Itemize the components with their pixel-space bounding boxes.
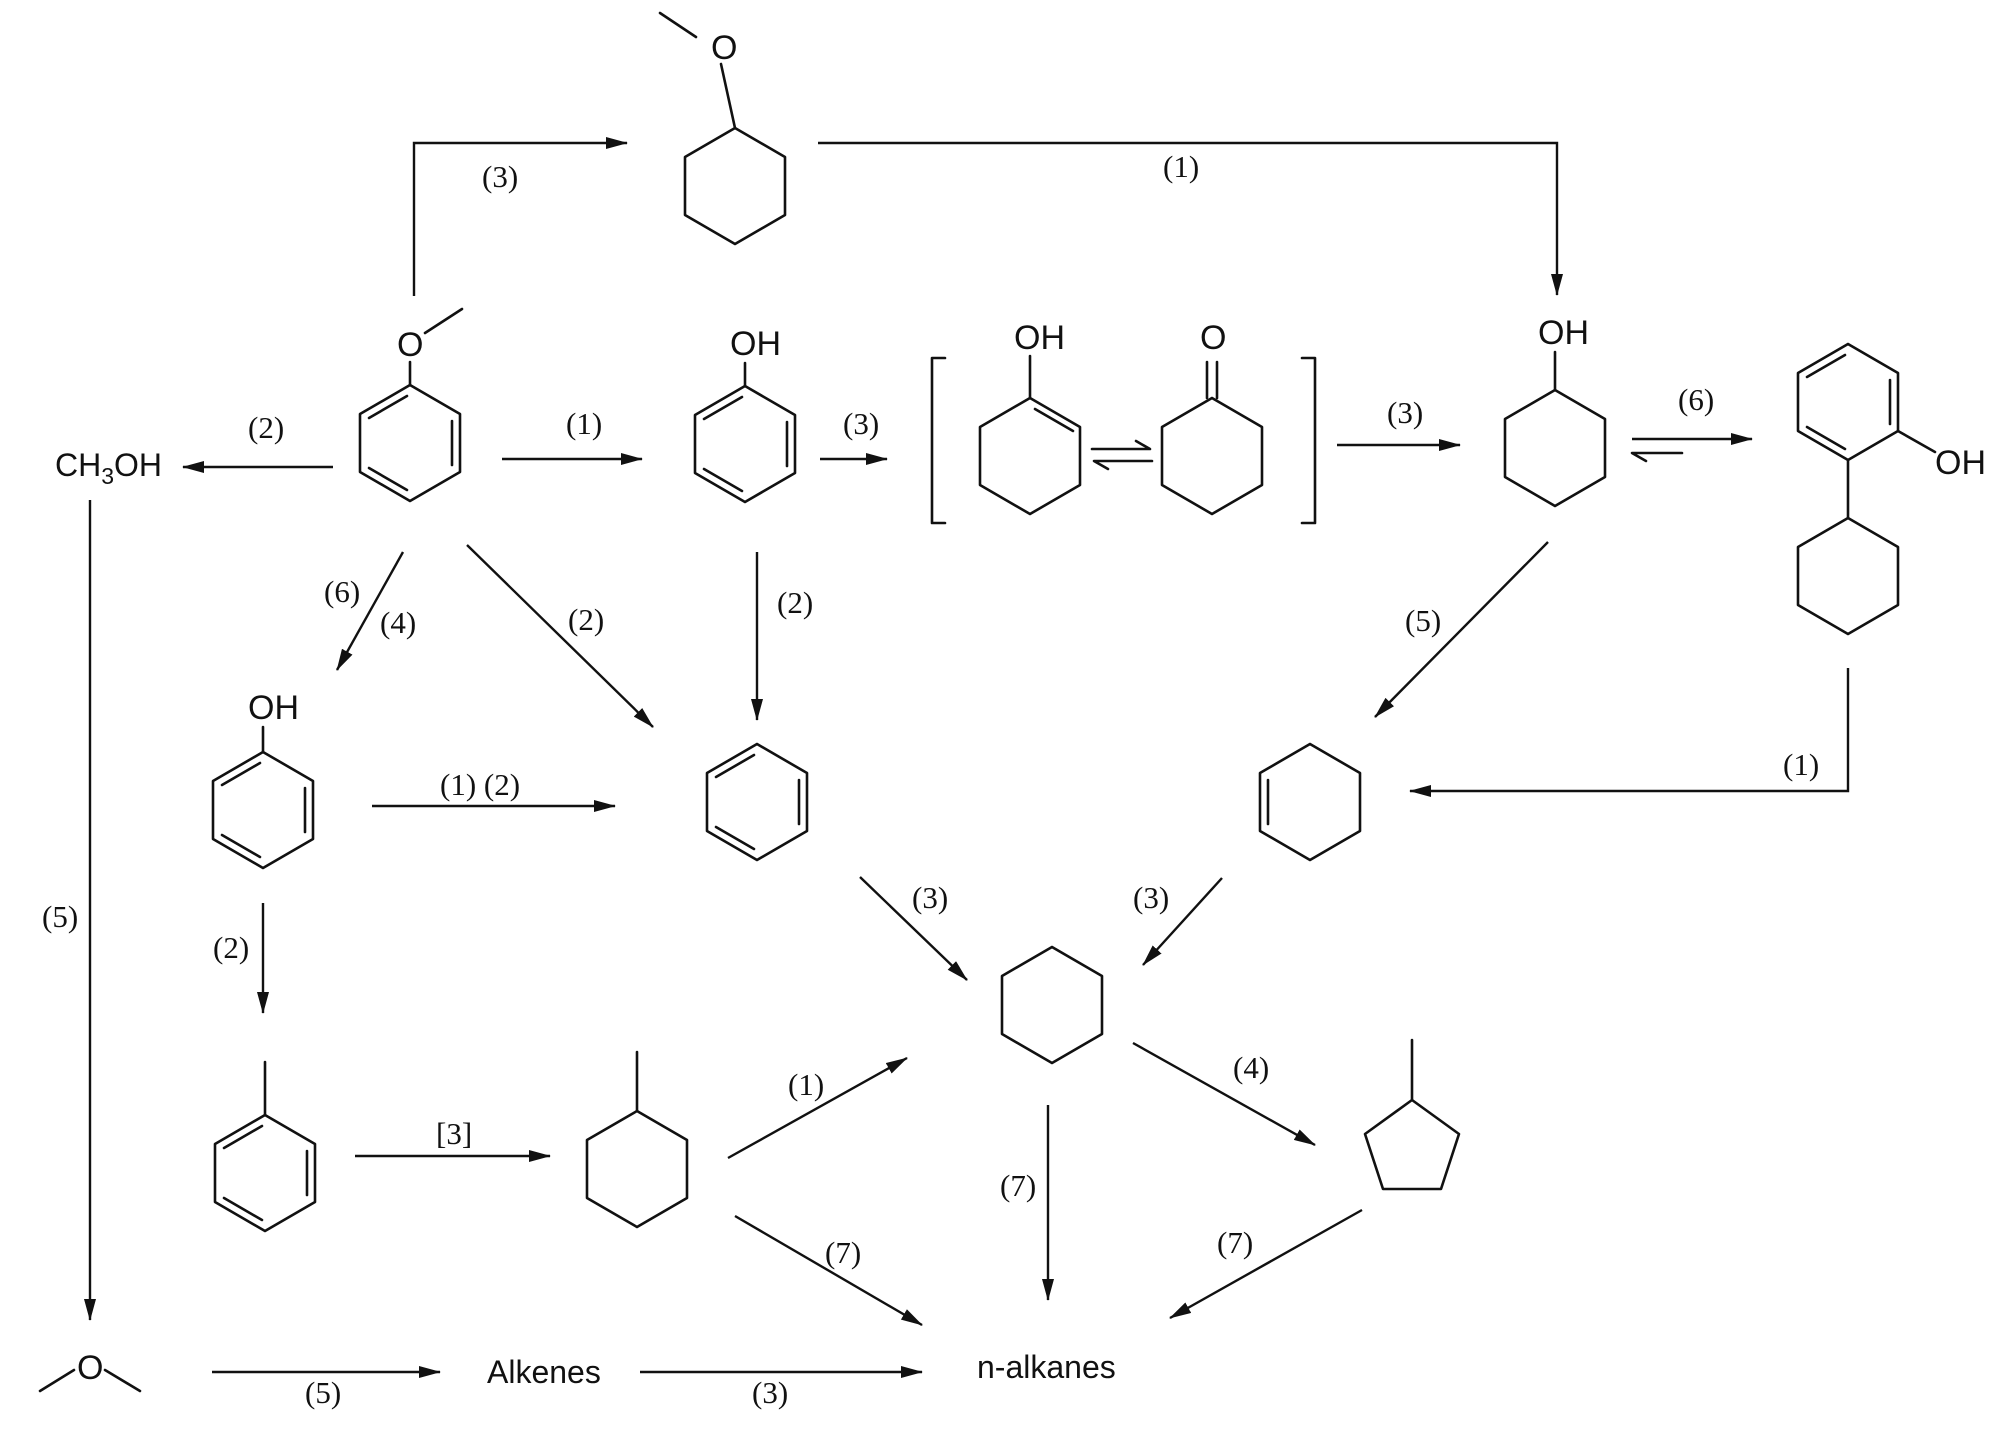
n-alkanes-label: n-alkanes [977, 1349, 1116, 1385]
label-dimethyl-ether-to-alkenes: (5) [305, 1375, 341, 1410]
anisole: O [358, 307, 464, 503]
ether-oxygen: O [77, 1349, 103, 1387]
arrow-benzene-to-cyclohexane [859, 876, 968, 981]
cresol: OH [211, 689, 315, 870]
label-alkenes-to-n-alkanes: (3) [752, 1375, 788, 1410]
methylcyclohexane [585, 1050, 689, 1229]
label-methylcyclohexane-to-cyclohexane: (1) [788, 1067, 824, 1102]
reversible-arrows [1630, 433, 1753, 463]
label-methylcyclohexane-to-n-alkanes: (7) [825, 1235, 861, 1270]
cyclohexane [1000, 945, 1104, 1065]
arrow-cyclohexanol-to-cyclohexene [1374, 541, 1549, 718]
label-cyclohexylphenol-to-cyclohexene: (1) [1783, 747, 1819, 782]
label-cyclohexane-to-n-alkanes: (7) [1000, 1168, 1036, 1203]
cyclohexylphenol-hydroxyl: OH [1935, 444, 1986, 482]
anisole-oxygen: O [397, 326, 423, 364]
tautomer-equilibrium-arrows [1090, 439, 1154, 471]
label-cyclohexane-to-methylcyclopentane: (4) [1233, 1050, 1269, 1085]
label-anisole-to-cresol-a: (6) [324, 574, 360, 609]
tautomer-bracket [930, 356, 1317, 525]
phenol: OH [693, 325, 797, 504]
label-methoxycyclohexane-to-cyclohexanol: (1) [1163, 149, 1199, 184]
label-cresol-to-benzene: (1) (2) [440, 767, 520, 802]
arrow-cyclohexylphenol-to-cyclohexene [1409, 668, 1850, 797]
label-cyclohexene-to-cyclohexane: (3) [1133, 880, 1169, 915]
benzene [705, 742, 809, 862]
cyclohexene [1258, 742, 1362, 862]
label-methylcyclopentane-to-n-alkanes: (7) [1217, 1225, 1253, 1260]
arrow-methylcyclopentane-to-n-alkanes [1169, 1208, 1363, 1320]
label-cresol-to-toluene: (2) [213, 930, 249, 965]
cyclohexylphenol: OH [1796, 342, 1986, 636]
methylcyclopentane [1363, 1038, 1461, 1191]
label-anisole-to-phenol: (1) [566, 406, 602, 441]
label-benzene-to-cyclohexane: (3) [912, 880, 948, 915]
label-methanol-to-dimethyl-ether: (5) [42, 899, 78, 934]
enol-hydroxyl: OH [1014, 319, 1065, 357]
cyclohexanone: O [1160, 319, 1264, 516]
label-anisole-to-methoxycyclohexane: (3) [482, 159, 518, 194]
ketone-oxygen: O [1200, 319, 1226, 357]
cyclohexanol: OH [1503, 314, 1607, 508]
dimethyl-ether: O [38, 1349, 142, 1393]
cyclohexenol: OH [978, 319, 1082, 516]
phenol-hydroxyl: OH [730, 325, 781, 363]
reaction-labels: (3) (1) (2) (1) (3) (3) (6) (6) (4) (2) … [42, 149, 1819, 1410]
arrow-anisole-to-benzene [466, 544, 654, 728]
reaction-arrows [84, 137, 1850, 1378]
toluene [213, 1060, 317, 1233]
label-anisole-to-benzene: (2) [568, 602, 604, 637]
methoxy-oxygen: O [711, 29, 737, 67]
label-anisole-to-cresol-b: (4) [380, 605, 416, 640]
label-anisole-to-methanol: (2) [248, 410, 284, 445]
label-cyclohexanol-to-cyclohexene: (5) [1405, 603, 1441, 638]
arrow-anisole-to-cresol [335, 551, 405, 671]
arrow-methylcyclohexane-to-n-alkanes [734, 1214, 923, 1327]
methanol-formula: CH3OH [55, 447, 162, 489]
arrow-methylcyclohexane-to-cyclohexane [727, 1056, 908, 1160]
arrow-anisole-to-methoxycyclohexane [412, 137, 628, 296]
label-phenol-to-enol: (3) [843, 406, 879, 441]
label-phenol-to-benzene: (2) [777, 585, 813, 620]
alkenes-label: Alkenes [487, 1354, 601, 1390]
cresol-hydroxyl: OH [248, 689, 299, 727]
label-cyclohexanol-to-cyclohexylphenol: (6) [1678, 382, 1714, 417]
arrow-cyclohexene-to-cyclohexane [1142, 877, 1223, 966]
label-ketone-to-cyclohexanol: (3) [1387, 395, 1423, 430]
arrow-methoxycyclohexane-to-cyclohexanol [818, 141, 1563, 296]
arrow-cyclohexane-to-methylcyclopentane [1132, 1041, 1316, 1147]
methoxycyclohexane: O [658, 11, 787, 246]
cyclohexanol-hydroxyl: OH [1538, 314, 1589, 352]
label-toluene-to-methylcyclohexane: [3] [436, 1116, 472, 1151]
